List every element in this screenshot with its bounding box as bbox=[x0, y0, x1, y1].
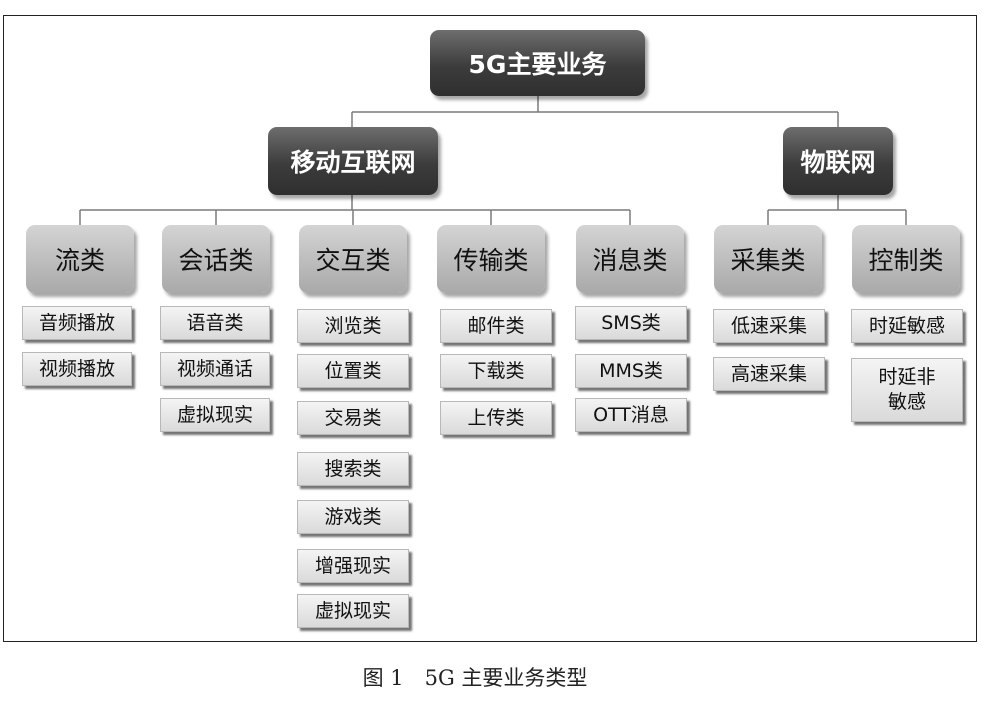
category-node-interactive: 交互类 bbox=[299, 225, 407, 293]
item-high-speed-collect: 高速采集 bbox=[713, 357, 825, 391]
item-vr-session: 虚拟现实 bbox=[160, 398, 270, 432]
item-transaction: 交易类 bbox=[297, 401, 409, 435]
figure-caption: 图 1 5G 主要业务类型 bbox=[362, 666, 588, 690]
item-upload: 上传类 bbox=[440, 401, 552, 435]
category-node-collect: 采集类 bbox=[714, 225, 822, 293]
category-node-stream: 流类 bbox=[26, 225, 134, 293]
item-sms: SMS类 bbox=[575, 306, 687, 340]
item-audio-playback: 音频播放 bbox=[22, 306, 132, 340]
diagram-frame bbox=[3, 15, 977, 642]
item-ar: 增强现实 bbox=[297, 549, 409, 583]
root-node: 5G主要业务 bbox=[430, 30, 645, 96]
category-node-message: 消息类 bbox=[576, 225, 684, 293]
item-mail: 邮件类 bbox=[440, 309, 552, 343]
category-node-session: 会话类 bbox=[162, 225, 270, 293]
item-download: 下载类 bbox=[440, 354, 552, 388]
item-location: 位置类 bbox=[297, 354, 409, 388]
item-video-playback: 视频播放 bbox=[22, 352, 132, 386]
item-mms: MMS类 bbox=[575, 354, 687, 388]
item-voice: 语音类 bbox=[160, 306, 270, 340]
branch-node-iot: 物联网 bbox=[783, 127, 893, 195]
item-low-speed-collect: 低速采集 bbox=[713, 309, 825, 343]
item-latency-insensitive: 时延非敏感 bbox=[851, 358, 963, 422]
item-browse: 浏览类 bbox=[297, 309, 409, 343]
item-video-call: 视频通话 bbox=[160, 352, 270, 386]
item-search: 搜索类 bbox=[297, 452, 409, 486]
item-latency-sensitive: 时延敏感 bbox=[851, 309, 963, 343]
item-game: 游戏类 bbox=[297, 500, 409, 534]
category-node-transfer: 传输类 bbox=[437, 225, 545, 293]
item-vr-interactive: 虚拟现实 bbox=[297, 594, 409, 628]
category-node-control: 控制类 bbox=[852, 225, 960, 293]
branch-node-mobile-internet: 移动互联网 bbox=[268, 127, 438, 195]
item-ott: OTT消息 bbox=[575, 398, 687, 432]
